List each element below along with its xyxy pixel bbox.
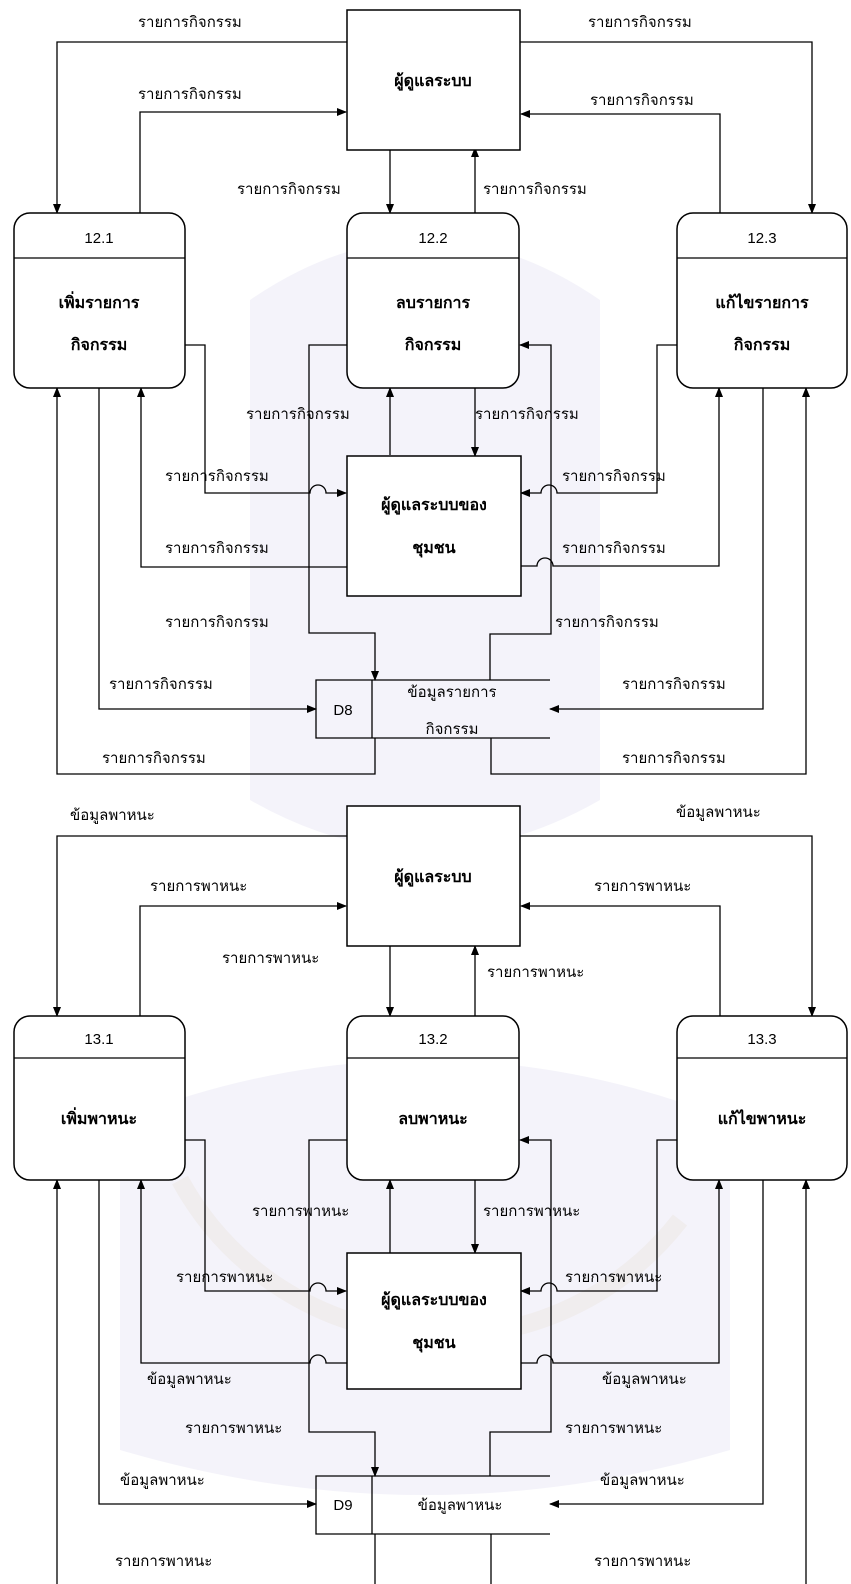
flow-label: รายการกิจกรรม [562, 540, 666, 557]
process-13-1-name: เพิ่มพาหนะ [61, 1107, 137, 1128]
flow-label: รายการพาหนะ [483, 1203, 580, 1220]
flow-label: รายการกิจกรรม [475, 406, 579, 423]
process-12-3-name-line1: แก้ไขรายการ [715, 293, 809, 312]
flow-label: รายการพาหนะ [565, 1420, 662, 1437]
flow-label: รายการพาหนะ [594, 1553, 691, 1570]
flow-label: ข้อมูลพาหนะ [147, 1371, 232, 1388]
flow-label: รายการกิจกรรม [138, 86, 242, 103]
diagram-13: ผู้ดูแลระบบ 13.1 เพิ่มพาหนะ 13.2 ลบพาหนะ… [13, 804, 848, 1584]
data-store-d8-id: D8 [333, 702, 352, 719]
process-12-1: 12.1 เพิ่มรายการ กิจกรรม [13, 212, 186, 389]
process-12-2: 12.2 ลบรายการ กิจกรรม [346, 212, 520, 389]
process-13-1: 13.1 เพิ่มพาหนะ [13, 1015, 186, 1181]
flow-label: รายการกิจกรรม [165, 614, 269, 631]
process-12-3-name-line2: กิจกรรม [733, 336, 790, 354]
flow-label: รายการกิจกรรม [588, 14, 692, 31]
flow-label: รายการกิจกรรม [109, 676, 213, 693]
flow-label: ข้อมูลพาหนะ [600, 1472, 685, 1489]
data-store-d9: D9 ข้อมูลพาหนะ [315, 1475, 550, 1535]
external-entity-admin [346, 9, 521, 151]
flow-label: รายการพาหนะ [176, 1269, 273, 1286]
data-store-d9-id: D9 [333, 1497, 352, 1514]
data-store-d9-name: ข้อมูลพาหนะ [418, 1497, 503, 1514]
process-13-2-id: 13.2 [418, 1031, 447, 1048]
external-entity-community-admin [346, 1252, 522, 1390]
flow-label: รายการพาหนะ [565, 1269, 662, 1286]
diagram-12: ผู้ดูแลระบบ 12.1 เพิ่มรายการ กิจกรรม 12.… [13, 9, 848, 775]
flow-label: ข้อมูลพาหนะ [676, 804, 761, 821]
external-entity-admin-label: ผู้ดูแลระบบ [394, 72, 471, 92]
community-admin-label-line2: ชุมชน [412, 540, 455, 558]
process-12-3-id: 12.3 [747, 230, 776, 247]
flow-label: รายการกิจกรรม [246, 406, 350, 423]
process-13-1-id: 13.1 [84, 1031, 113, 1048]
process-13-3: 13.3 แก้ไขพาหนะ [676, 1015, 848, 1181]
data-store-d8-name-line2: กิจกรรม [426, 721, 479, 738]
process-12-1-name-line1: เพิ่มรายการ [59, 291, 140, 312]
flow-label: รายการกิจกรรม [138, 14, 242, 31]
flow-label: รายการกิจกรรม [483, 181, 587, 198]
flow-label: รายการพาหนะ [222, 950, 319, 967]
process-12-3: 12.3 แก้ไขรายการ กิจกรรม [676, 212, 848, 389]
community-admin-label-line1: ผู้ดูแลระบบของ [381, 496, 487, 516]
flow-label: รายการกิจกรรม [590, 92, 694, 109]
external-entity-admin-label: ผู้ดูแลระบบ [394, 868, 471, 888]
process-13-2: 13.2 ลบพาหนะ [346, 1015, 520, 1181]
flow-label: รายการพาหนะ [252, 1203, 349, 1220]
process-12-1-name-line2: กิจกรรม [70, 336, 127, 354]
flow-label: รายการกิจกรรม [165, 468, 269, 485]
flow-label: รายการกิจกรรม [555, 614, 659, 631]
flow-label: รายการกิจกรรม [237, 181, 341, 198]
data-store-d8-name-line1: ข้อมูลรายการ [407, 684, 496, 701]
process-12-2-name-line2: กิจกรรม [404, 336, 461, 354]
flow-label: รายการกิจกรรม [622, 676, 726, 693]
data-store-d8: D8 ข้อมูลรายการ กิจกรรม [315, 679, 550, 739]
process-12-1-id: 12.1 [84, 230, 113, 247]
process-12-2-name-line1: ลบรายการ [396, 295, 471, 312]
flow-label: รายการพาหนะ [594, 878, 691, 895]
community-admin-label-line1: ผู้ดูแลระบบของ [381, 1291, 487, 1311]
flow-label: ข้อมูลพาหนะ [70, 807, 155, 824]
flow-label: รายการกิจกรรม [562, 468, 666, 485]
process-13-3-name: แก้ไขพาหนะ [718, 1109, 807, 1128]
process-13-2-name: ลบพาหนะ [398, 1111, 468, 1128]
community-admin-label-line2: ชุมชน [412, 1335, 455, 1353]
process-13-3-id: 13.3 [747, 1031, 776, 1048]
process-12-2-id: 12.2 [418, 230, 447, 247]
flow-label: รายการพาหนะ [150, 878, 247, 895]
flow-label: รายการพาหนะ [115, 1553, 212, 1570]
flow-label: รายการพาหนะ [487, 964, 584, 981]
flow-label: รายการพาหนะ [185, 1420, 282, 1437]
flow-label: รายการกิจกรรม [622, 750, 726, 767]
flow-label: ข้อมูลพาหนะ [120, 1472, 205, 1489]
external-entity-admin [346, 805, 521, 947]
external-entity-community-admin [346, 455, 522, 597]
flow-label: รายการกิจกรรม [165, 540, 269, 557]
flow-label: รายการกิจกรรม [102, 750, 206, 767]
flow-label: ข้อมูลพาหนะ [602, 1371, 687, 1388]
